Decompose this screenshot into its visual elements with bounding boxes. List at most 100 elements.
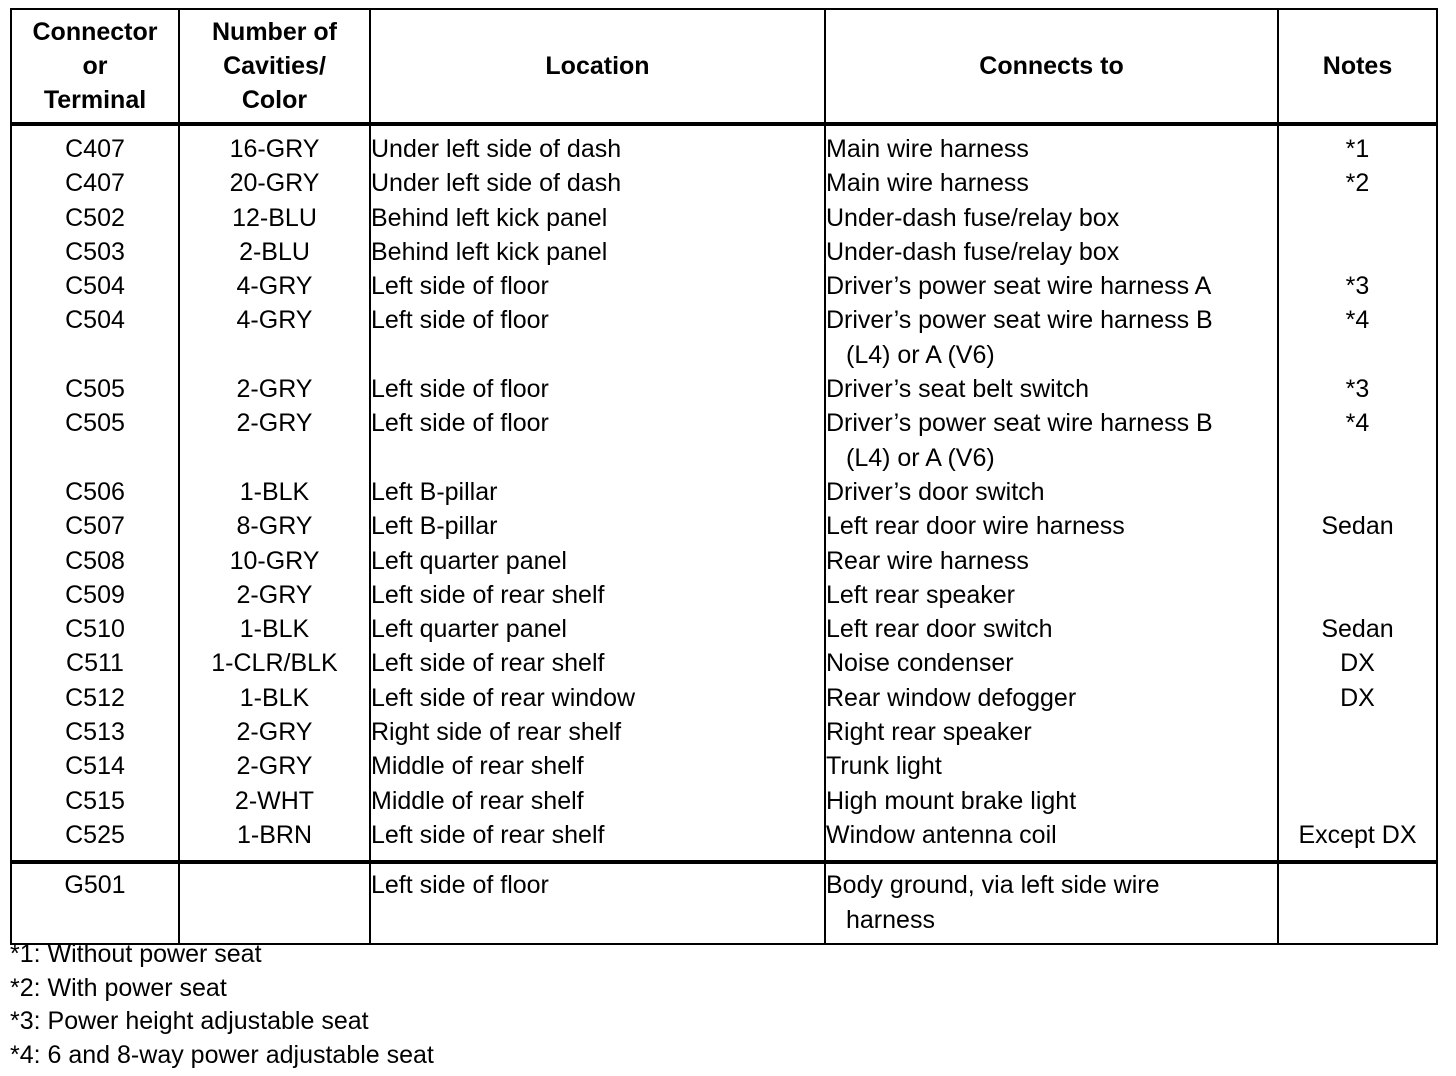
- cell-cavities: 2-WHT: [178, 783, 371, 818]
- cell-cavities: 2-GRY: [178, 715, 371, 750]
- cell-cavities: 2-GRY: [178, 749, 371, 784]
- cell-connects-to: Noise condenser: [824, 646, 1279, 681]
- cell-notes: *4: [1277, 406, 1438, 475]
- cell-connects-to: Left rear speaker: [824, 577, 1279, 613]
- cell-connects-to: Driver’s seat belt switch: [824, 372, 1279, 407]
- cell-connector: G501: [10, 860, 180, 944]
- connects-line-1: Window antenna coil: [826, 820, 1057, 849]
- cell-notes: *4: [1277, 303, 1438, 373]
- connects-line-1: Under-dash fuse/relay box: [826, 203, 1120, 232]
- cell-notes: DX: [1277, 680, 1438, 716]
- header-row: Connector or Terminal Number of Cavities…: [10, 9, 1438, 126]
- cell-connects-to: Driver’s power seat wire harness B(L4) o…: [824, 303, 1279, 373]
- header-cavities: Number of Cavities/ Color: [178, 9, 371, 126]
- cell-notes: Except DX: [1277, 817, 1438, 863]
- header-connector-line-3: Terminal: [43, 86, 147, 114]
- cell-connector: C407: [10, 166, 180, 201]
- cell-connects-to: Under-dash fuse/relay box: [824, 234, 1279, 270]
- connects-line-1: Noise condenser: [826, 649, 1014, 678]
- cell-cavities: 1-CLR/BLK: [178, 646, 371, 681]
- header-cavities-line-2: Cavities/: [223, 52, 326, 80]
- cell-cavities: [178, 860, 371, 944]
- header-location: Location: [369, 9, 826, 126]
- connects-line-2: harness: [846, 905, 935, 934]
- cell-cavities: 2-GRY: [178, 406, 371, 475]
- connects-line-1: High mount brake light: [826, 786, 1077, 815]
- cell-cavities: 2-GRY: [178, 372, 371, 407]
- connector-table: Connector or Terminal Number of Cavities…: [10, 8, 1438, 945]
- cell-cavities: 1-BLK: [178, 612, 371, 647]
- table-row-ground: G501 Left side of floor Body ground, via…: [10, 860, 1438, 944]
- cell-connects-to: Driver’s power seat wire harness A: [824, 269, 1279, 304]
- cell-notes: *2: [1277, 166, 1438, 201]
- connects-line-1: Body ground, via left side wire: [826, 871, 1160, 900]
- connects-line-2: (L4) or A (V6): [846, 443, 995, 472]
- cell-notes: *3: [1277, 269, 1438, 304]
- cell-connector: C503: [10, 234, 180, 270]
- connects-line-1: Main wire harness: [826, 135, 1029, 163]
- cell-connector: C506: [10, 474, 180, 510]
- cell-connects-to: Window antenna coil: [824, 817, 1279, 863]
- cell-notes: [1277, 234, 1438, 270]
- cell-notes: [1277, 715, 1438, 750]
- cell-cavities: 4-GRY: [178, 303, 371, 373]
- cell-connector: C407: [10, 124, 180, 167]
- header-connector-line-1: Connector: [32, 18, 158, 46]
- cell-cavities: 20-GRY: [178, 166, 371, 201]
- cell-location: Behind left kick panel: [369, 234, 826, 270]
- footnote-4: *4: 6 and 8-way power adjustable seat: [10, 1041, 434, 1070]
- cell-cavities: 12-BLU: [178, 200, 371, 235]
- cell-cavities: 10-GRY: [178, 543, 371, 578]
- cell-location: Left side of rear shelf: [369, 646, 826, 681]
- cell-connects-to: Rear window defogger: [824, 680, 1279, 716]
- cell-cavities: 2-BLU: [178, 234, 371, 270]
- connects-line-1: Rear window defogger: [826, 683, 1077, 712]
- cell-location: Middle of rear shelf: [369, 749, 826, 784]
- cell-notes: [1277, 749, 1438, 784]
- connects-line-1: Driver’s power seat wire harness A: [826, 272, 1212, 301]
- cell-cavities: 1-BRN: [178, 817, 371, 863]
- cell-connects-to: Main wire harness: [824, 166, 1279, 201]
- cell-connects-to: Body ground, via left side wire harness: [824, 860, 1279, 944]
- cell-location: Middle of rear shelf: [369, 783, 826, 818]
- connects-line-1: Left rear door wire harness: [826, 512, 1125, 541]
- cell-location: Left side of floor: [369, 406, 826, 475]
- cell-connector: C515: [10, 783, 180, 818]
- cell-connector: C508: [10, 543, 180, 578]
- connects-line-1: Trunk light: [826, 752, 942, 781]
- cell-connector: C504: [10, 269, 180, 304]
- connects-line-1: Rear wire harness: [826, 546, 1029, 575]
- cell-connector: C512: [10, 680, 180, 716]
- cell-notes: DX: [1277, 646, 1438, 681]
- cell-notes: [1277, 577, 1438, 613]
- cell-connector: C510: [10, 612, 180, 647]
- cell-location: Left quarter panel: [369, 543, 826, 578]
- cell-location: Left side of rear shelf: [369, 817, 826, 863]
- footnote-3: *3: Power height adjustable seat: [10, 1007, 369, 1036]
- cell-connector: C505: [10, 372, 180, 407]
- cell-cavities: 16-GRY: [178, 124, 371, 167]
- cell-location: Under left side of dash: [369, 124, 826, 167]
- cell-notes: Sedan: [1277, 612, 1438, 647]
- header-connector-line-2: or: [82, 52, 108, 80]
- footnote-1: *1: Without power seat: [10, 940, 262, 968]
- cell-connects-to: Trunk light: [824, 749, 1279, 784]
- cell-connector: C509: [10, 577, 180, 613]
- footnote-2: *2: With power seat: [10, 973, 227, 1002]
- cell-location: Left side of floor: [369, 303, 826, 373]
